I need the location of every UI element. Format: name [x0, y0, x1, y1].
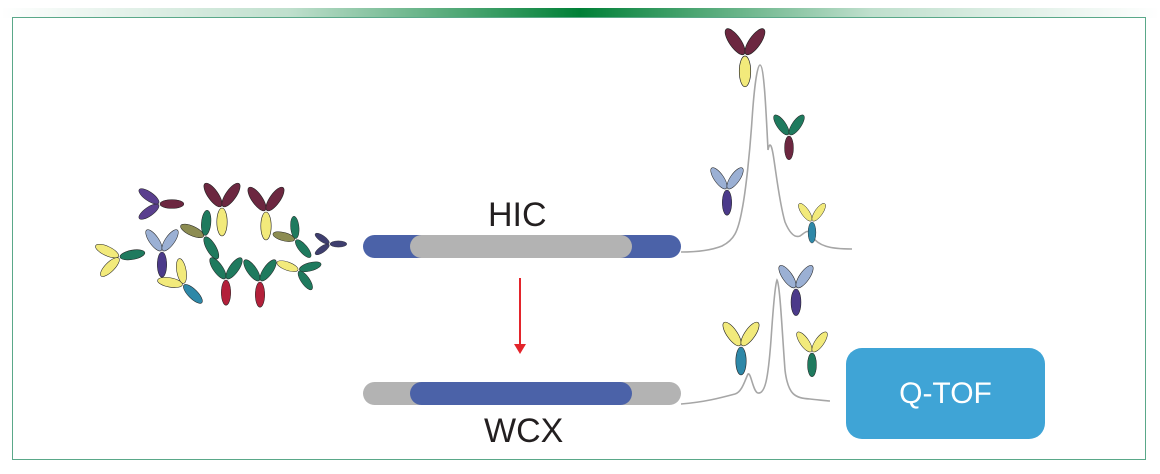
- peak-antibodies: [707, 25, 831, 378]
- antibody-icon: [707, 165, 747, 216]
- hic-column: [363, 235, 681, 258]
- antibody-icon: [268, 211, 324, 269]
- wcx-column: [363, 382, 681, 405]
- antibody-icon: [719, 319, 763, 376]
- antibody-icon: [721, 25, 769, 88]
- figure-frame: [12, 17, 1146, 460]
- antibody-icon: [142, 227, 182, 278]
- antibody-icon: [92, 233, 149, 281]
- transfer-arrow: [514, 278, 526, 354]
- antibody-mixture: [92, 180, 347, 317]
- hic-chromatogram-trace: [680, 64, 853, 253]
- antibody-icon: [136, 185, 185, 223]
- antibody-icon: [793, 329, 831, 378]
- top-accent-bar: [0, 8, 1160, 18]
- qtof-label: Q-TOF: [899, 376, 992, 410]
- antibody-icon: [313, 231, 347, 257]
- wcx-label: WCX: [484, 412, 564, 450]
- wcx-chromatogram-trace: [680, 278, 831, 405]
- antibody-icon: [770, 112, 808, 161]
- antibody-icon: [240, 257, 280, 308]
- hic-label: HIC: [488, 196, 547, 234]
- antibody-icon: [795, 201, 829, 244]
- qtof-detector-box: Q-TOF: [846, 348, 1045, 439]
- antibody-icon: [206, 255, 246, 306]
- antibody-icon: [775, 262, 817, 316]
